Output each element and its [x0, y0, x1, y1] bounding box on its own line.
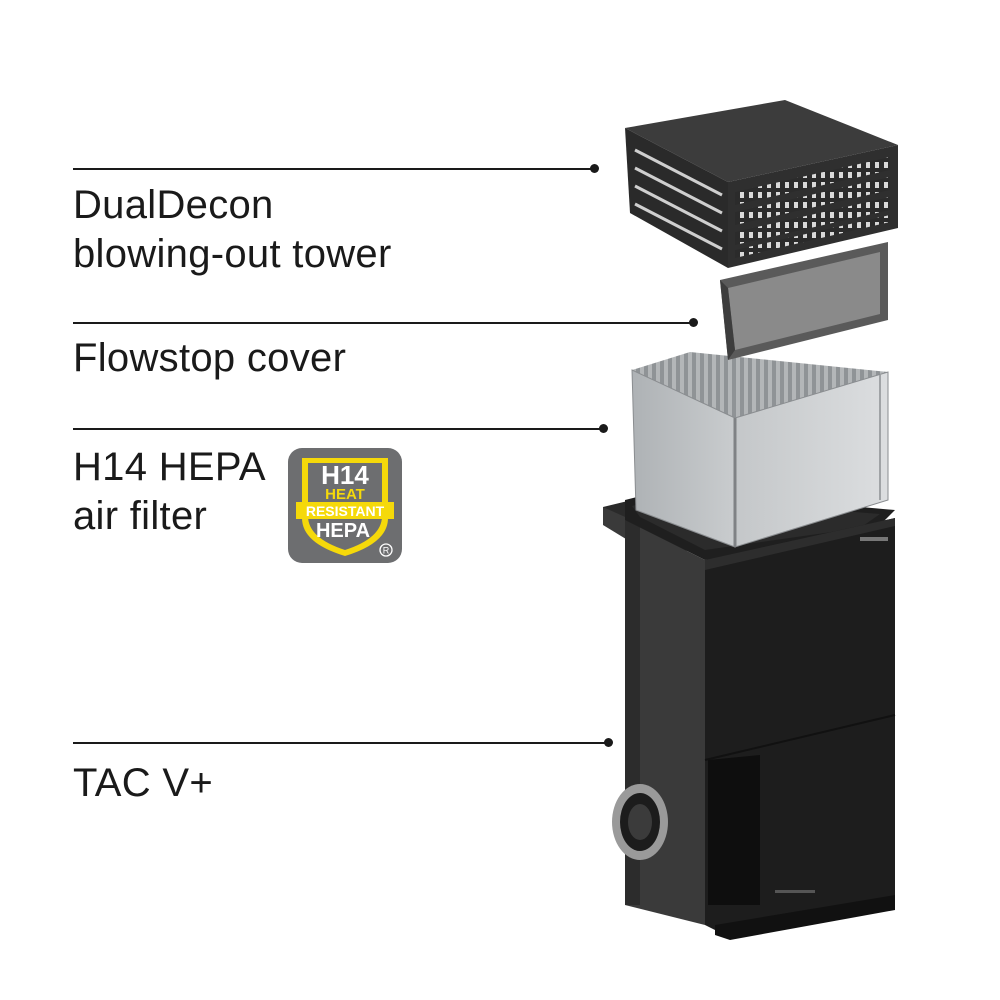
label-line: air filter	[73, 494, 208, 538]
label-flowstop-cover: Flowstop cover	[73, 334, 346, 383]
badge-heat-text: HEAT	[325, 486, 365, 503]
badge-registered-mark: R	[383, 546, 390, 556]
flowstop-cover-illustration	[720, 242, 888, 360]
callout-line-tac	[73, 742, 608, 744]
callout-dot-dualdecon	[590, 164, 599, 173]
label-line: DualDecon	[73, 183, 274, 227]
label-line: Flowstop cover	[73, 336, 347, 380]
badge-resistant-text: RESISTANT	[306, 503, 385, 519]
label-dualdecon-tower: DualDecon blowing-out tower	[73, 181, 392, 279]
tac-unit-illustration	[603, 490, 896, 940]
label-tac-unit: TAC V+	[73, 759, 213, 808]
label-line: H14 HEPA	[73, 445, 266, 489]
badge-hepa-text: HEPA	[316, 520, 370, 542]
callout-line-flowstop	[73, 322, 693, 324]
h14-heat-resistant-hepa-badge: H14 HEAT RESISTANT HEPA R	[288, 448, 402, 563]
hepa-filter-illustration	[631, 352, 889, 548]
label-line: TAC V+	[73, 761, 213, 805]
callout-line-hepa	[73, 428, 603, 430]
badge-h14-text: H14	[321, 460, 369, 490]
label-line: blowing-out tower	[73, 232, 392, 276]
callout-dot-flowstop	[689, 318, 698, 327]
callout-dot-hepa	[599, 424, 608, 433]
callout-dot-tac	[604, 738, 613, 747]
dualdecon-tower-illustration	[625, 100, 898, 268]
callout-line-dualdecon	[73, 168, 595, 170]
registered-icon	[379, 543, 393, 557]
label-hepa-filter: H14 HEPA air filter	[73, 443, 266, 541]
